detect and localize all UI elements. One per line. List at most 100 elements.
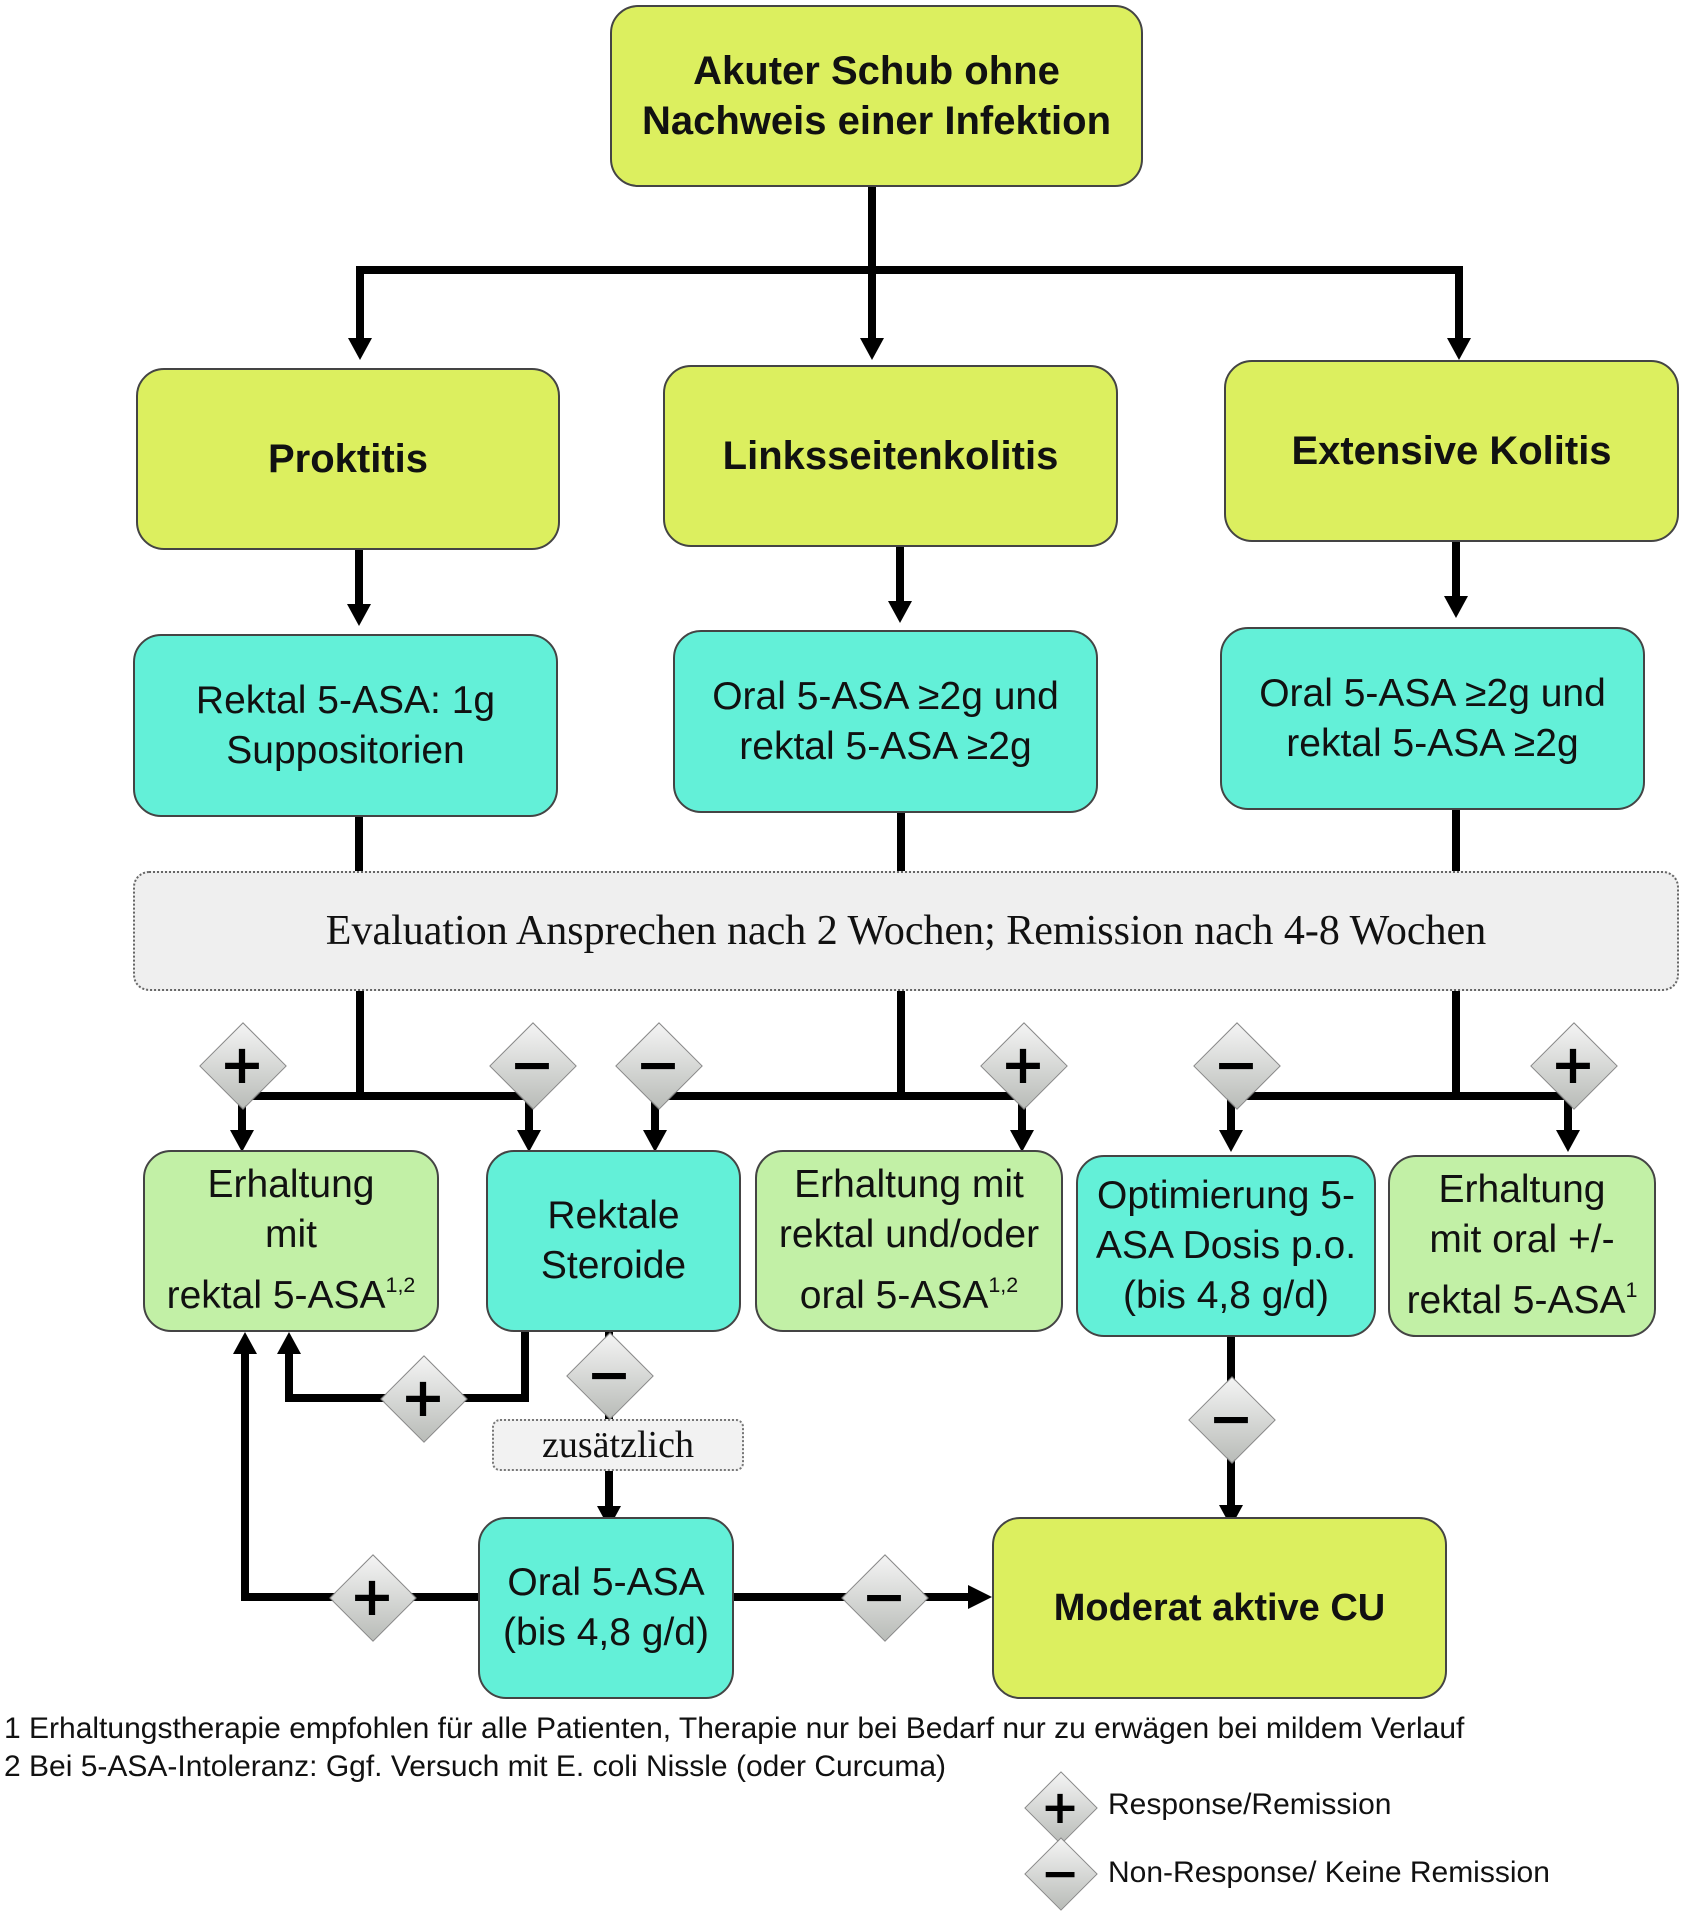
connector: [1018, 1092, 1026, 1132]
outcome-line3: rektal 5-ASA1,2: [167, 1260, 416, 1321]
plus-icon: +: [349, 1565, 395, 1628]
legend-plus-label: Response/Remission: [1108, 1788, 1392, 1821]
connector: [896, 545, 904, 603]
connector: [651, 1092, 659, 1132]
outcome-line1: Erhaltung: [1438, 1168, 1606, 1212]
plus-icon: +: [400, 1366, 446, 1429]
minus-icon: −: [1208, 1387, 1254, 1450]
therapy-line2: rektal 5-ASA ≥2g: [1286, 721, 1579, 765]
arrow-head: [517, 1130, 541, 1152]
start-box: Akuter Schub ohne Nachweis einer Infekti…: [610, 5, 1143, 187]
connector: [651, 1092, 1026, 1100]
arrow-head: [1556, 1130, 1580, 1152]
zusaetzlich-label: zusätzlich: [492, 1419, 744, 1471]
arrow-head: [230, 1130, 254, 1152]
start-line1: Akuter Schub ohne: [693, 49, 1060, 93]
connector: [356, 990, 364, 1098]
plus-icon: +: [219, 1033, 265, 1096]
connector: [868, 185, 876, 270]
outcome-line2: mit: [264, 1213, 317, 1257]
outcome-line1: Erhaltung: [207, 1163, 375, 1207]
therapy-proktitis: Rektal 5-ASA: 1g Suppositorien: [133, 634, 558, 817]
outcome-line3: oral 5-ASA1,2: [779, 1260, 1039, 1321]
outcome-line3: (bis 4,8 g/d): [1123, 1274, 1329, 1317]
outcome-line1: Optimierung 5-: [1097, 1174, 1355, 1217]
connector: [1452, 990, 1460, 1098]
arrow-head: [348, 338, 372, 360]
minus-icon: −: [586, 1343, 632, 1406]
therapy-line2: Suppositorien: [226, 728, 465, 772]
outcome-line2: rektal und/oder: [778, 1213, 1040, 1257]
outcome-erhaltung-rektal: Erhaltung mit rektal 5-ASA1,2: [143, 1150, 439, 1332]
oral-asa-line1: Oral 5-ASA: [507, 1561, 705, 1604]
minus-icon: −: [1213, 1033, 1259, 1096]
arrow-head: [888, 601, 912, 623]
connector: [1452, 808, 1460, 871]
oral-5-asa-box: Oral 5-ASA (bis 4,8 g/d): [478, 1517, 734, 1699]
outcome-line2: Steroide: [540, 1244, 687, 1287]
arrow-head: [277, 1332, 301, 1354]
connector: [1227, 1092, 1235, 1132]
category-label: Proktitis: [267, 436, 429, 481]
outcome-line2: mit oral +/-: [1429, 1218, 1615, 1262]
therapy-linksseitenkolitis: Oral 5-ASA ≥2g und rektal 5-ASA ≥2g: [673, 630, 1098, 813]
connector: [238, 1092, 533, 1100]
outcome-line1: Rektale: [547, 1194, 680, 1237]
connector: [241, 1350, 249, 1601]
oral-asa-line2: (bis 4,8 g/d): [503, 1611, 709, 1654]
connector: [868, 266, 876, 340]
outcome-line2: ASA Dosis p.o.: [1095, 1224, 1357, 1267]
connector: [355, 815, 363, 871]
outcome-line3-text: rektal 5-ASA: [166, 1274, 386, 1318]
minus-icon: −: [861, 1565, 907, 1628]
connector: [356, 266, 1463, 274]
therapy-line2: rektal 5-ASA ≥2g: [739, 724, 1032, 768]
therapy-line1: Rektal 5-ASA: 1g: [195, 678, 496, 722]
arrow-head: [233, 1332, 257, 1354]
minus-icon: −: [509, 1033, 555, 1096]
category-extensive-kolitis: Extensive Kolitis: [1224, 360, 1679, 542]
evaluation-box: Evaluation Ansprechen nach 2 Wochen; Rem…: [133, 871, 1679, 991]
footnote-1: 1 Erhaltungstherapie empfohlen für alle …: [4, 1712, 1465, 1745]
footnote-ref: 1: [1625, 1278, 1638, 1303]
connector: [897, 810, 905, 871]
legend-minus-icon: −: [1040, 1846, 1080, 1900]
connector: [356, 266, 364, 340]
minus-icon: −: [635, 1033, 681, 1096]
therapy-line1: Oral 5-ASA ≥2g und: [1259, 671, 1606, 715]
arrow-head: [1447, 338, 1471, 360]
connector: [521, 1332, 529, 1400]
arrow-head: [860, 338, 884, 360]
arrow-head: [643, 1130, 667, 1152]
category-proktitis: Proktitis: [136, 368, 560, 550]
connector: [897, 990, 905, 1098]
moderat-label: Moderat aktive CU: [1053, 1586, 1386, 1629]
connector: [525, 1092, 533, 1132]
legend-plus-icon: +: [1040, 1780, 1080, 1834]
footnote-ref: 1,2: [385, 1273, 416, 1298]
connector: [1452, 540, 1460, 598]
connector: [1227, 1092, 1572, 1100]
therapy-line1: Oral 5-ASA ≥2g und: [712, 674, 1059, 718]
outcome-line3: rektal 5-ASA1: [1407, 1265, 1638, 1326]
category-label: Extensive Kolitis: [1291, 428, 1612, 473]
connector: [1455, 266, 1463, 340]
arrow-head: [347, 604, 371, 626]
plus-icon: +: [1550, 1033, 1596, 1096]
outcome-rektale-steroide: Rektale Steroide: [486, 1150, 741, 1332]
evaluation-text: Evaluation Ansprechen nach 2 Wochen; Rem…: [325, 908, 1487, 954]
connector: [355, 548, 363, 606]
outcome-optimierung: Optimierung 5- ASA Dosis p.o. (bis 4,8 g…: [1076, 1155, 1376, 1337]
legend-minus-label: Non-Response/ Keine Remission: [1108, 1856, 1550, 1889]
category-linksseitenkolitis: Linksseitenkolitis: [663, 365, 1118, 547]
moderat-aktive-cu-box: Moderat aktive CU: [992, 1517, 1447, 1699]
arrow-head: [1010, 1130, 1034, 1152]
connector: [1564, 1092, 1572, 1132]
outcome-erhaltung-oral: Erhaltung mit oral +/- rektal 5-ASA1: [1388, 1155, 1656, 1337]
connector: [285, 1350, 293, 1402]
outcome-erhaltung-rektal-oral: Erhaltung mit rektal und/oder oral 5-ASA…: [755, 1150, 1063, 1332]
outcome-line1: Erhaltung mit: [794, 1163, 1024, 1207]
zusaetzlich-text: zusätzlich: [542, 1424, 694, 1466]
arrow-head: [1219, 1130, 1243, 1152]
arrow-head: [1444, 596, 1468, 618]
